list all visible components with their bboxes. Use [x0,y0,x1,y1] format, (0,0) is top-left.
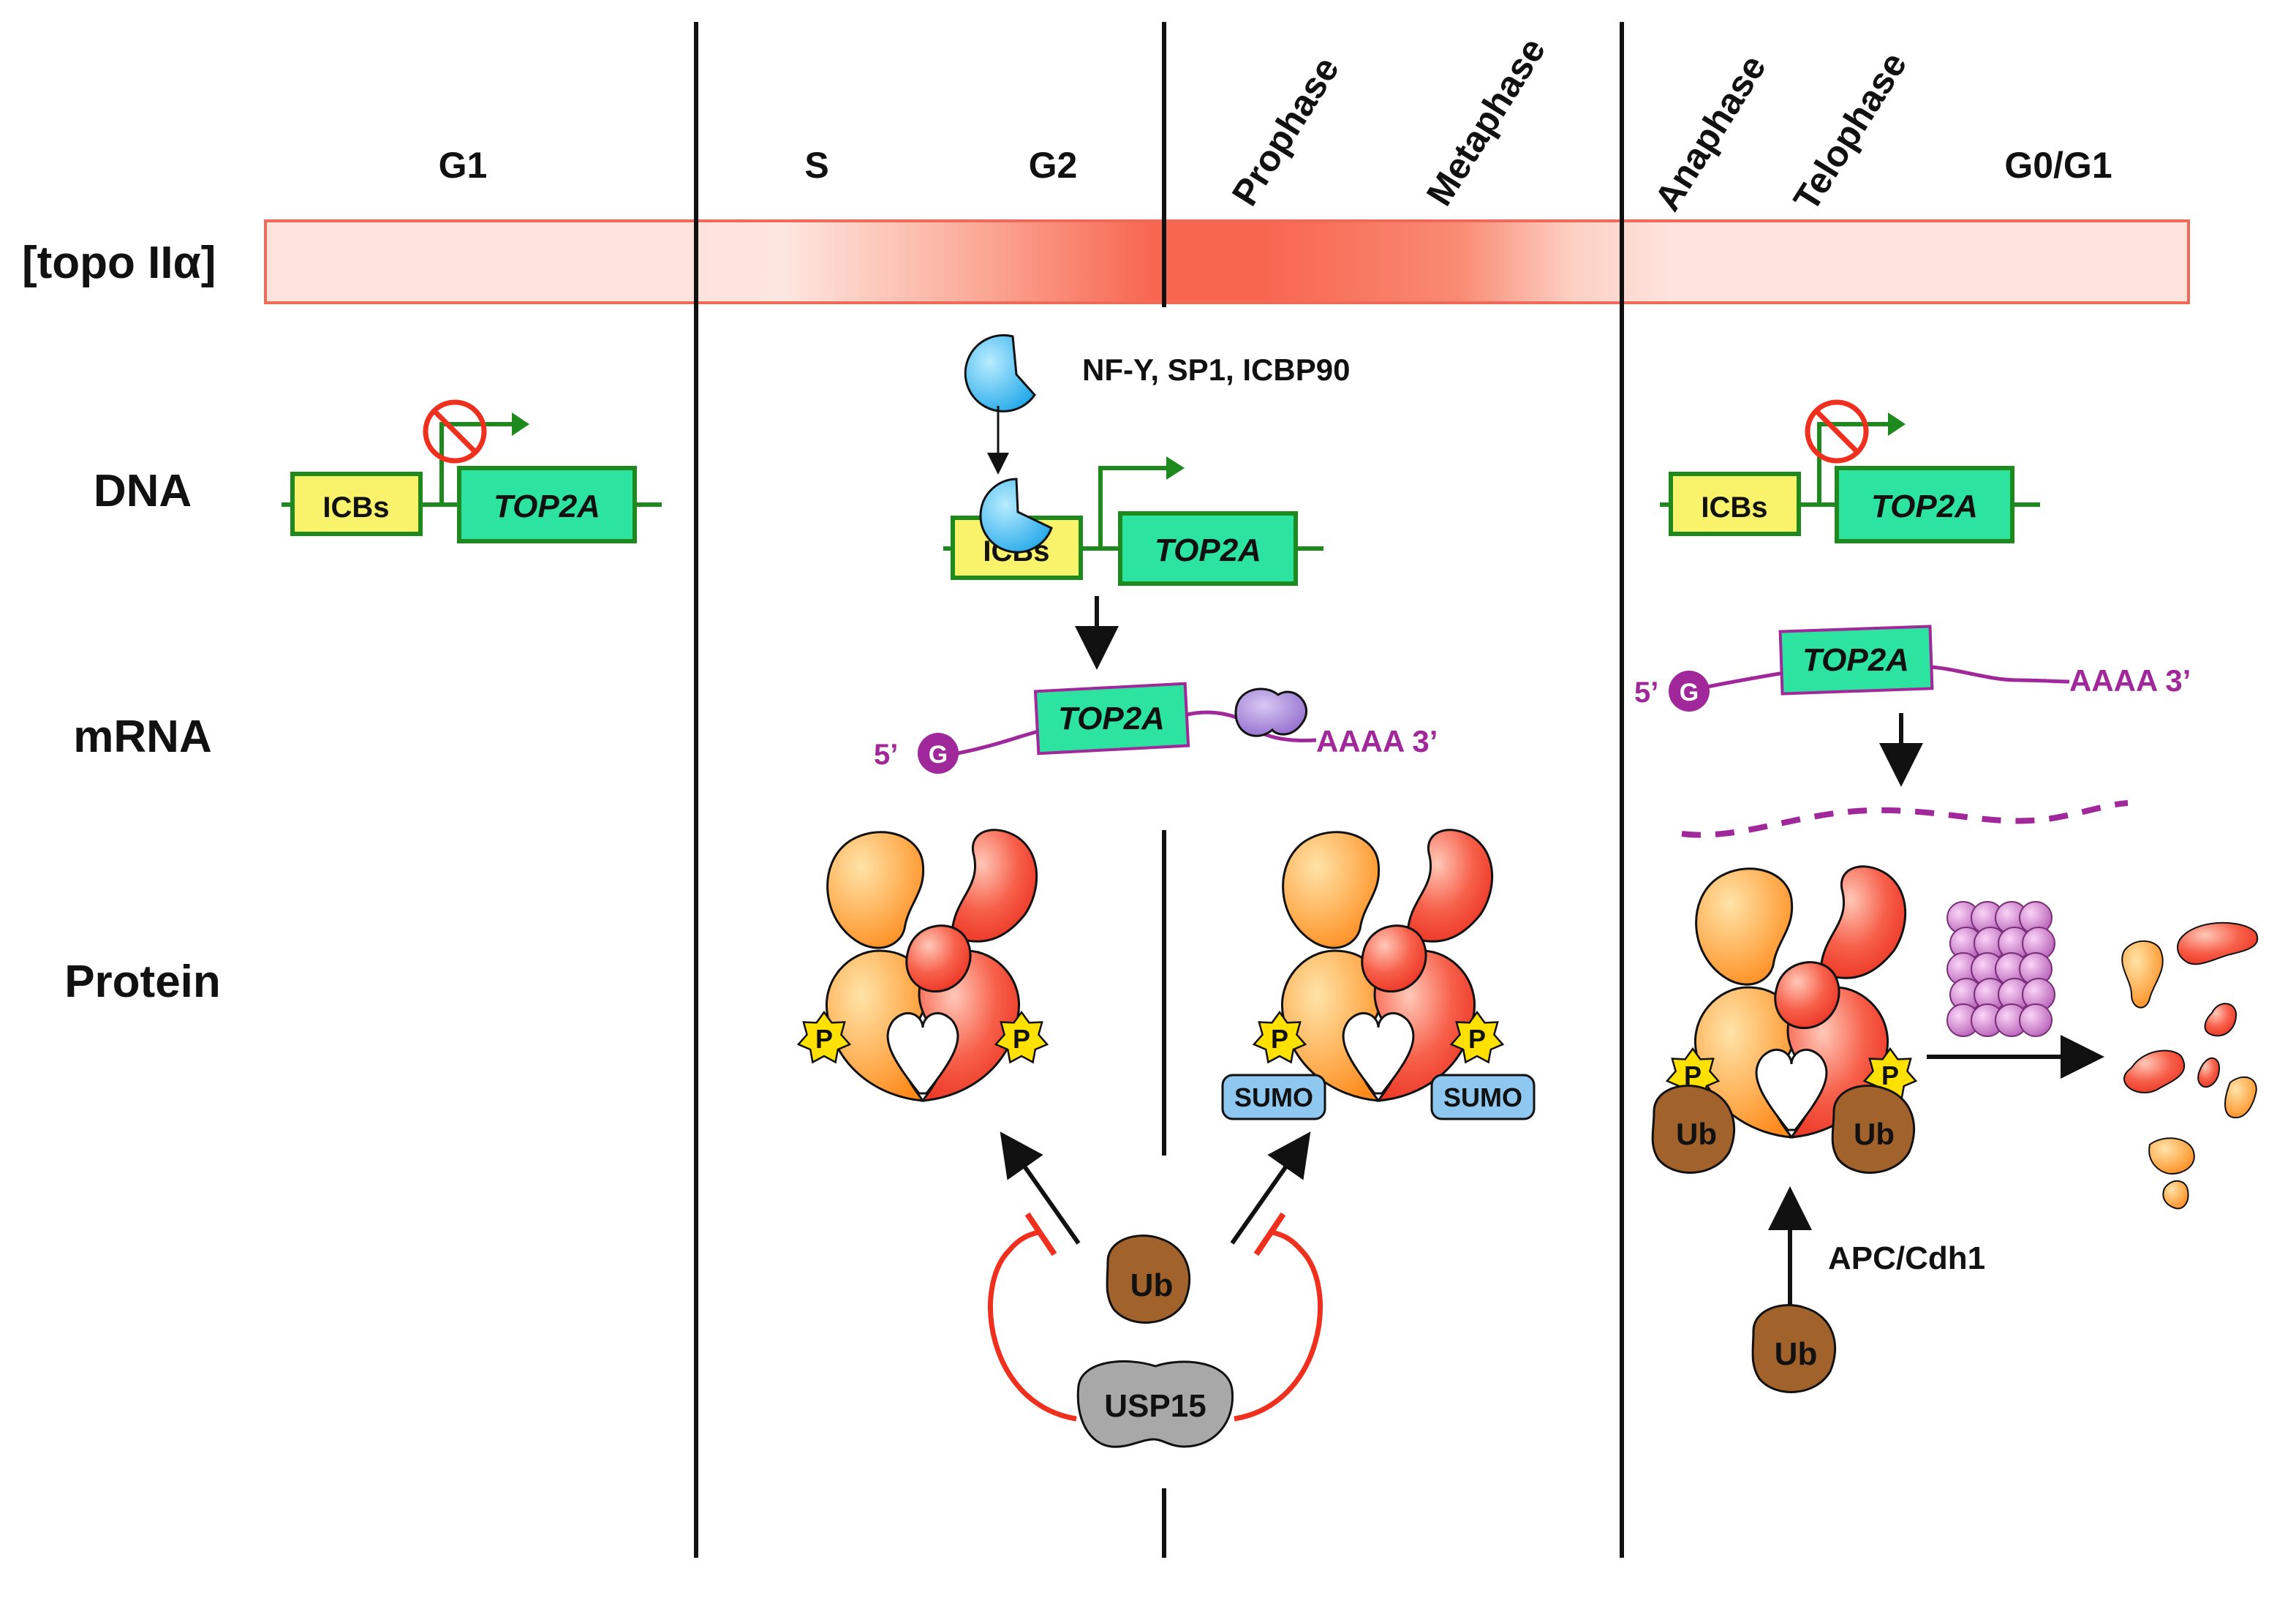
phase-label-g2: G2 [1029,145,1078,186]
apc-cdh1-label: APC/Cdh1 [1828,1240,1985,1276]
mrna-sg2: TOP2A 5’ G AAAA 3’ [874,682,1438,774]
ub-molecule: Ub [1106,1235,1190,1324]
svg-text:USP15: USP15 [1104,1388,1206,1424]
mrna-poly-a-tail: AAAA 3’ [1316,724,1438,758]
top2a-gene-box [457,466,637,543]
phospho-label: P [1881,1060,1899,1090]
mrna-coding-box [1033,682,1190,755]
pacman-blob-icon [964,333,1036,412]
phospho-right-icon: P [994,1010,1049,1064]
mrna-cap-icon-late [1669,671,1710,712]
transcription-factor: NF-Y, SP1, ICBP90 [964,333,1350,475]
bound-factor-icon [979,478,1053,554]
blob-icon [1234,687,1307,737]
usp15-inhibition-left [988,1229,1077,1422]
proteasome-barrel-icon [1946,901,2055,1037]
peptide-fragments [2121,922,2259,1210]
phospho-label: P [1271,1024,1288,1054]
no-entry-icon-late [1805,399,1869,464]
dna-construct-g0g1: ICBs TOP2A [1660,399,2040,543]
phospho-left-icon: P [1252,1010,1307,1064]
phase-label-anaphase: Anaphase [1647,48,1774,217]
promoter-arrow-icon-active [1098,466,1166,549]
row-label-mrna: mRNA [73,712,211,762]
dna-construct-sg2: ICBs TOP2A [943,456,1323,586]
usp15-inhibition-right [1234,1229,1323,1422]
phospho-right-icon: P [1449,1010,1505,1064]
ub-molecule-late: Ub [1751,1304,1836,1393]
phase-label-s: S [804,145,828,186]
icbs-label-late: ICBs [1701,491,1767,524]
phase-label-telophase: Telophase [1786,45,1915,218]
topo-level-bar [264,219,2190,304]
mrna-cap-icon [918,733,959,774]
sumo-tag-right: SUMO [1430,1074,1536,1120]
svg-text:Ub: Ub [1676,1117,1717,1151]
mrna-g0g1: TOP2A 5’ G AAAA 3’ [1634,625,2191,838]
top2a-gene-box-late [1835,466,2014,543]
svg-text:SUMO: SUMO [1443,1082,1522,1112]
svg-text:Ub: Ub [1854,1117,1895,1151]
row-label-dna: DNA [94,466,192,516]
usp15-enzyme: USP15 [1076,1360,1234,1448]
top2a-gene-box-active [1118,511,1298,586]
top2a-gene-label-late: TOP2A [1871,489,1978,524]
row-label-protein: Protein [64,957,221,1007]
mrna-poly-a-tail-late: AAAA 3’ [2069,663,2191,698]
degraded-mrna [1681,800,2129,838]
top2a-gene-label-active: TOP2A [1155,532,1261,568]
icbs-label: ICBs [322,491,389,524]
phase-label-metaphase: Metaphase [1419,31,1553,213]
icbs-box-late [1669,472,1801,536]
ub-arrow-to-m-dimer [1230,1131,1311,1245]
svg-text:SUMO: SUMO [1234,1082,1313,1112]
phospho-label: P [815,1024,833,1054]
transcription-factors-label: NF-Y, SP1, ICBP90 [1082,353,1350,387]
mrna-gene-label: TOP2A [1058,701,1165,736]
mrna-gene-label-late: TOP2A [1802,642,1909,678]
phase-label-prophase: Prophase [1224,50,1347,213]
mrna-cap-label: G [929,741,948,769]
sumo-tag-left: SUMO [1221,1074,1326,1120]
dna-construct-g1: ICBs TOP2A [282,399,662,543]
mrna-five-prime: 5’ [874,739,898,771]
phase-label-g0g1: G0/G1 [2004,145,2112,186]
ub-tag-left: Ub [1651,1085,1735,1174]
ub-tag-right: Ub [1831,1085,1915,1174]
phospho-label: P [1468,1024,1486,1054]
phospho-label: P [1013,1024,1030,1054]
no-entry-icon [423,399,487,464]
phospho-left-icon: P [796,1010,852,1064]
icbs-box [290,472,423,536]
row-label-topo-level: [topo IIα] [22,238,216,288]
ub-arrow-to-g2-dimer [1000,1131,1081,1245]
svg-text:Ub: Ub [1130,1267,1174,1303]
mrna-coding-box-late [1778,625,1934,696]
mrna-five-prime-late: 5’ [1634,676,1658,709]
promoter-arrow-icon [439,422,512,505]
svg-text:Ub: Ub [1775,1336,1818,1372]
phase-label-g1: G1 [439,145,488,186]
top2a-gene-label: TOP2A [494,489,600,524]
mrna-cap-label-late: G [1680,679,1699,706]
